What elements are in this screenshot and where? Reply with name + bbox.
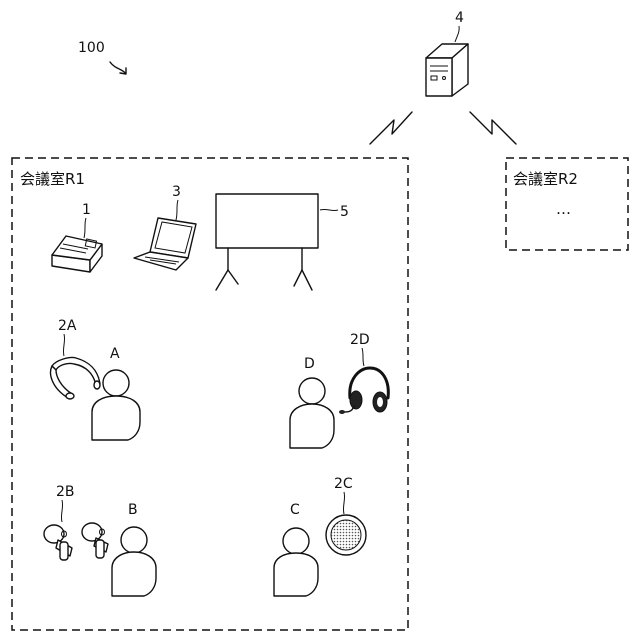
- device-2a-leader-line: [63, 334, 64, 356]
- device-1-ref-label: 1: [82, 202, 91, 218]
- device-1-leader-line: [84, 218, 86, 238]
- system-ref-label: 100: [78, 40, 105, 56]
- person-c-icon: [274, 528, 318, 596]
- device-2c-ref-label: 2C: [334, 476, 353, 492]
- device-3-ref-label: 3: [172, 184, 181, 200]
- person-b-icon: [112, 527, 156, 596]
- device-5-leader-line: [320, 209, 338, 210]
- headset-icon: [339, 368, 388, 414]
- room-r2-content: …: [556, 200, 571, 218]
- device-2c-leader-line: [343, 492, 344, 514]
- neckband-speaker-icon: [51, 357, 100, 399]
- audio-hub-device-icon: [52, 236, 102, 272]
- device-2d-leader-line: [362, 348, 364, 366]
- server-leader-line: [455, 26, 459, 42]
- wireless-link-r1-icon: [370, 112, 412, 144]
- wireless-link-r2-icon: [470, 112, 516, 144]
- device-2b-leader-line: [61, 500, 62, 522]
- display-screen-icon: [216, 194, 318, 290]
- device-2a-ref-label: 2A: [58, 318, 77, 334]
- room-r1-label: 会議室R1: [20, 170, 85, 188]
- device-2d-ref-label: 2D: [350, 332, 370, 348]
- server-icon: [426, 44, 468, 96]
- device-5-ref-label: 5: [340, 204, 349, 220]
- earbuds-icon: [44, 523, 108, 560]
- device-2b-ref-label: 2B: [56, 484, 75, 500]
- person-b-label: B: [128, 502, 138, 518]
- person-c-label: C: [290, 502, 300, 518]
- system-ref-arrow: [110, 62, 126, 74]
- person-a-label: A: [110, 346, 120, 362]
- device-3-leader-line: [176, 200, 178, 220]
- speakerphone-icon: [326, 515, 366, 555]
- laptop-icon: [134, 218, 196, 270]
- server-ref-label: 4: [455, 10, 464, 26]
- room-r2-label: 会議室R2: [513, 170, 578, 188]
- person-d-label: D: [304, 356, 315, 372]
- person-d-icon: [290, 378, 334, 448]
